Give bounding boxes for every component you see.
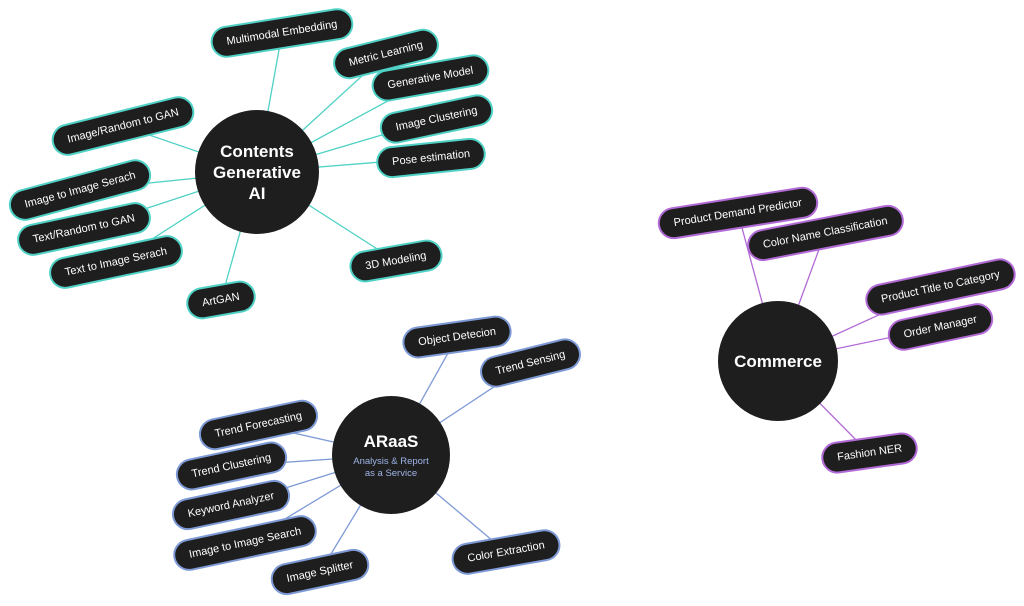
hub-subtitle: Analysis & Report as a Service	[353, 455, 429, 479]
hub-commerce: Commerce	[718, 301, 838, 421]
hub-contents-generative-ai: Contents Generative AI	[195, 110, 319, 234]
hub-araas: ARaaS Analysis & Report as a Service	[332, 396, 450, 514]
hub-title: Contents Generative AI	[213, 141, 301, 203]
hub-title: Commerce	[734, 351, 822, 371]
hub-title: ARaaS	[363, 431, 419, 451]
